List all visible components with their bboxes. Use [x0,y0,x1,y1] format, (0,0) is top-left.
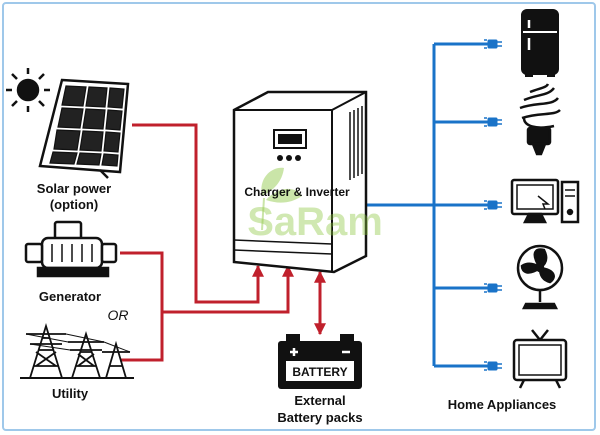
or-label: OR [107,307,129,323]
fan-icon [516,244,564,310]
generator-label: Generator [38,289,102,304]
watermark-text: SaRam [247,200,383,244]
plug-icon [484,117,502,127]
external-label: External [294,393,346,408]
battery-packs-label: Battery packs [277,410,363,425]
plug-icon [484,200,502,210]
tv-icon [512,329,568,389]
sun-icon [6,68,50,112]
output-wires [366,42,488,368]
input-wires [120,123,326,362]
solar-option-label: (option) [49,197,99,212]
charger-inverter-icon [232,90,368,274]
plug-icon [484,283,502,293]
utility-label: Utility [51,386,89,401]
home-appliances-label: Home Appliances [447,397,557,412]
solar-panel-leg [99,169,109,179]
solar-panel-icon [38,78,130,174]
generator-icon [24,220,118,278]
refrigerator-icon [521,9,559,77]
image-border [2,2,596,431]
inverter-buttons [277,155,301,161]
power-tower-icon [20,322,134,379]
battery-icon [278,334,362,389]
charger-inverter-label: Charger & Inverter [244,185,350,199]
inverter-vents [349,106,363,180]
cfl-bulb-icon [519,83,561,156]
utility-wire [120,312,164,362]
watermark-logo [261,167,302,231]
plug-icon [484,39,502,49]
solar-wire [132,123,264,304]
battery-label: BATTERY [292,365,348,379]
computer-icon [510,178,580,224]
plug-icons [484,39,502,371]
plug-icon [484,361,502,371]
solar-power-label: Solar power [36,181,112,196]
